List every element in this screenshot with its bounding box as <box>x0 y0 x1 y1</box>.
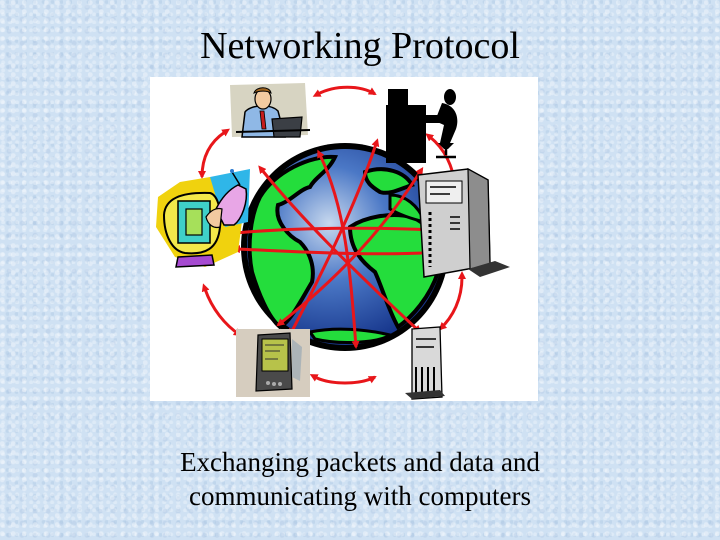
data-exchange-arrows <box>230 138 452 349</box>
person-laptop-icon <box>230 83 311 138</box>
network-illustration <box>150 77 538 401</box>
server-tower-icon <box>417 167 510 278</box>
pda-icon <box>236 329 310 397</box>
slide-title: Networking Protocol <box>200 25 520 67</box>
caption-line-2: communicating with computers <box>189 481 531 511</box>
slide-caption: Exchanging packets and data and communic… <box>0 445 720 513</box>
desk-user-icon <box>386 89 458 163</box>
server-tower-icon-bottom <box>405 326 445 400</box>
caption-line-1: Exchanging packets and data and <box>180 447 540 477</box>
monitor-phone-icon <box>156 169 250 268</box>
